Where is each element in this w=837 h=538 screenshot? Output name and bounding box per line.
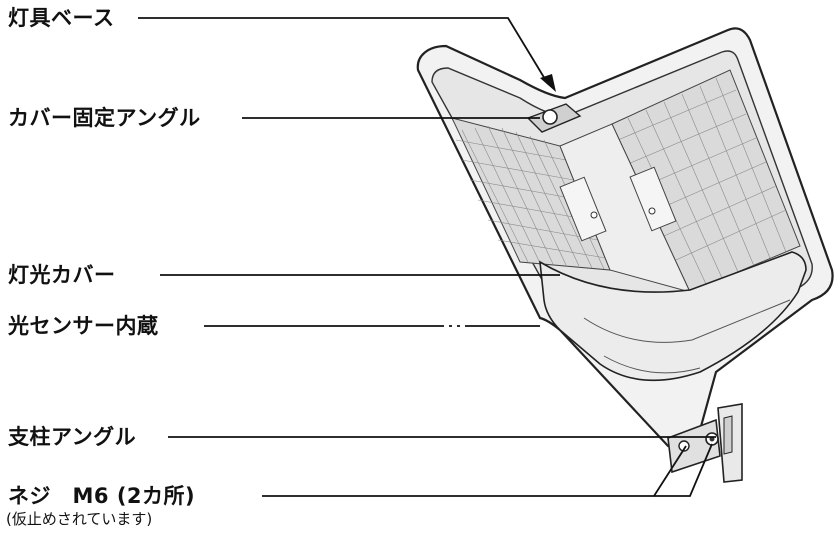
leader-lines	[138, 17, 716, 497]
pole-bracket	[717, 403, 743, 483]
label-sensor: 光センサー内蔵	[8, 314, 159, 338]
label-cover: 灯光カバー	[8, 263, 116, 287]
label-screw: ネジ M6 (2カ所)	[8, 484, 196, 508]
label-pole-angle: 支柱アングル	[8, 425, 137, 449]
label-base: 灯具ベース	[8, 6, 115, 30]
label-cover-angle: カバー固定アングル	[8, 106, 201, 130]
lamp-body	[416, 27, 834, 474]
label-screw-note: (仮止めされています)	[6, 510, 153, 528]
